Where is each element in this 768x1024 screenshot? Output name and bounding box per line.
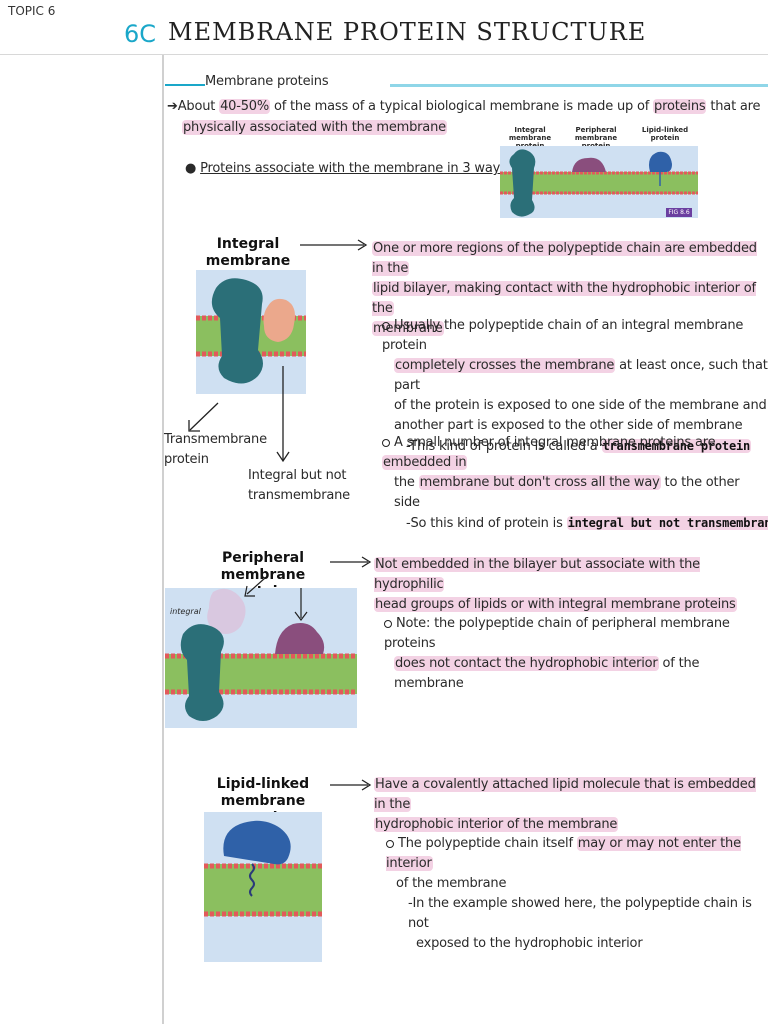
accent-rule-right [390,84,768,87]
peripheral-title-arrow [330,556,372,568]
integral-point-1: Usually the polypeptide chain of an inte… [382,318,768,454]
bullet-icon [382,321,390,330]
bullet-icon [386,839,394,848]
integral-point-2: A small number of integral membrane prot… [382,433,768,534]
ntm-arrow [276,366,290,463]
intro-line-1: ➔About 40-50% of the mass of a typical b… [167,99,761,114]
margin-line [162,55,164,1024]
overview-figure-svg [500,146,698,218]
section-label: Membrane proteins [205,74,329,89]
bullet-icon [384,619,392,628]
intro-line-2: physically associated with the membrane [182,120,447,135]
fig-tag: FIG 8.6 [668,209,690,216]
bullet-icon: ● [185,161,197,176]
integral-def: One or more regions of the polypeptide c… [372,241,757,336]
lipid-title-arrow [330,779,372,791]
header-rule [0,54,768,55]
peripheral-diagram [165,577,357,728]
lipid-diagram [204,812,322,962]
tm-arrow [188,402,219,432]
peripheral-def: Not embedded in the bilayer but associat… [374,557,737,612]
label-not-transmembrane: Integral but not transmembrane [248,468,350,503]
lipid-def: Have a covalently attached lipid molecul… [374,777,756,832]
percent-highlight: 40-50% [219,99,271,114]
peripheral-small-label: integral [170,607,201,616]
peripheral-note: Note: the polypeptide chain of periphera… [384,616,730,691]
bullet-icon [382,438,390,447]
term-transmembrane: transmembrane protein [601,439,752,453]
integral-title-arrow [300,239,368,251]
section-code: 6C [124,20,157,48]
overview-figure: Integral membrane protein Peripheral mem… [500,124,698,218]
topic-label: TOPIC 6 [8,4,56,18]
page-title: MEMBRANE PROTEIN STRUCTURE [168,18,647,46]
intro-bullet: ● Proteins associate with the membrane i… [185,161,507,176]
arrow-icon: ➔ [167,99,178,114]
fig-label-lipid: Lipid-linked protein [641,126,689,142]
label-transmembrane: Transmembrane protein [164,432,267,467]
accent-rule-left [165,84,205,86]
term-integral-not-tm: integral but not transmembrane [566,516,768,530]
integral-diagram [196,270,306,394]
lipid-point: The polypeptide chain itself may or may … [386,836,752,951]
